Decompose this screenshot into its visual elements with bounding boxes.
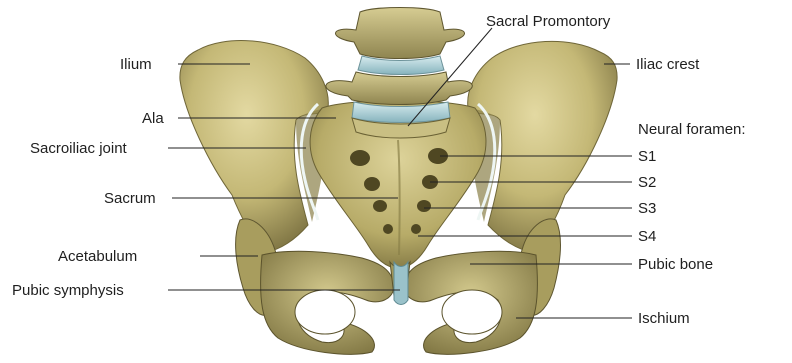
label-s3: S3 (638, 200, 656, 217)
label-ischium: Ischium (638, 310, 690, 327)
foramen-s2-left (364, 177, 380, 191)
label-acetabulum: Acetabulum (58, 248, 137, 265)
pubic-symphysis-cartilage (394, 262, 408, 305)
label-sacral-promontory: Sacral Promontory (486, 13, 611, 30)
foramen-s3-left (373, 200, 387, 212)
label-pubic-bone: Pubic bone (638, 256, 713, 273)
left-obturator-foramen (295, 290, 355, 334)
label-neural-foramen: Neural foramen: (638, 121, 746, 138)
label-sacrum: Sacrum (104, 190, 156, 207)
label-ala: Ala (142, 110, 164, 127)
label-s2: S2 (638, 174, 656, 191)
upper-lumbar-vertebra (335, 8, 464, 59)
label-s4: S4 (638, 228, 656, 245)
label-sacroiliac-joint: Sacroiliac joint (30, 140, 128, 157)
foramen-s4-right (411, 224, 421, 234)
label-pubic-symphysis: Pubic symphysis (12, 282, 124, 299)
label-iliac-crest: Iliac crest (636, 56, 700, 73)
foramen-s4-left (383, 224, 393, 234)
label-s1: S1 (638, 148, 656, 165)
foramen-s1-left (350, 150, 370, 166)
right-obturator-foramen (442, 290, 502, 334)
foramen-s3-right (417, 200, 431, 212)
label-ilium: Ilium (120, 56, 152, 73)
